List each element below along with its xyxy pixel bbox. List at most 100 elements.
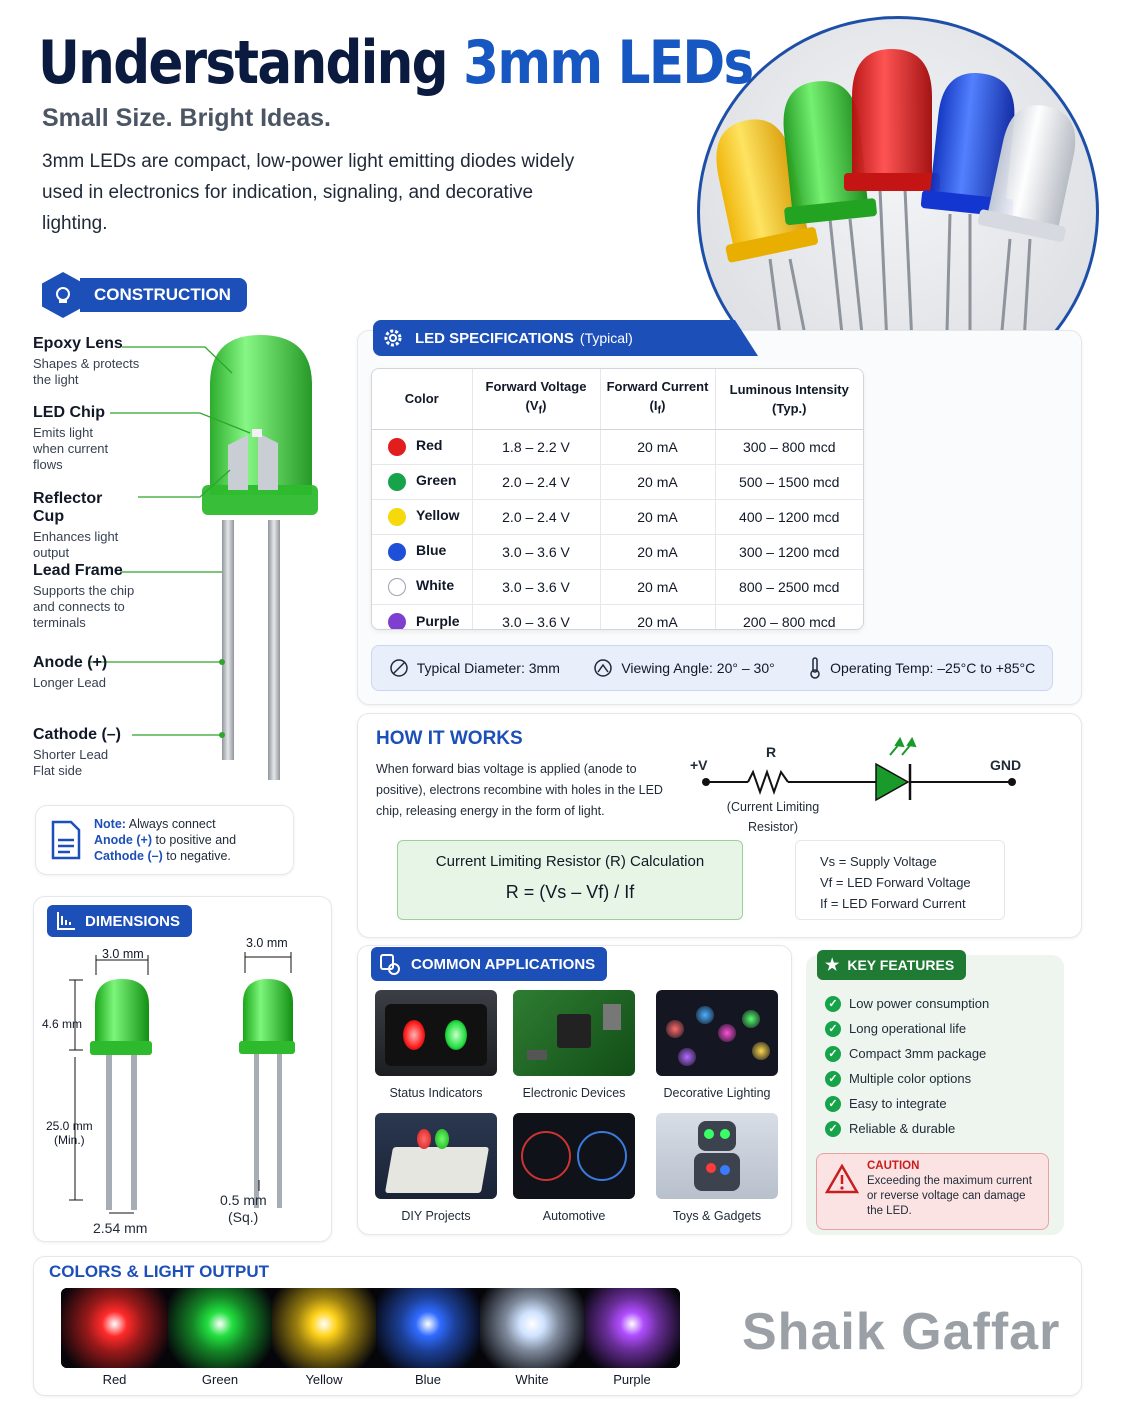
summary-diameter: Typical Diameter: 3mm — [389, 658, 560, 678]
color-label: Green — [201, 1372, 239, 1387]
color-label: Blue — [414, 1372, 442, 1387]
spec-if: 20 mA — [600, 464, 716, 500]
specs-table-wrap: Color Forward Voltage (Vf) Forward Curre… — [371, 368, 864, 630]
app-toys-gadgets: Toys & Gadgets — [656, 1113, 778, 1223]
part-cathode: Cathode (–) Shorter Lead Flat side — [33, 726, 121, 778]
color-label: Purple — [613, 1372, 651, 1387]
caution-text: Exceeding the maximum current or reverse… — [867, 1175, 1032, 1217]
feature-item: ✓Multiple color options — [825, 1066, 989, 1091]
feature-item: ✓Reliable & durable — [825, 1116, 989, 1141]
specs-summary: Typical Diameter: 3mm Viewing Angle: 20°… — [371, 645, 1053, 691]
intro-text: 3mm LEDs are compact, low-power light em… — [42, 151, 575, 234]
spec-lum: 300 – 1200 mcd — [715, 534, 863, 570]
title-main: Understanding — [38, 28, 449, 98]
dim-pitch: 2.54 mm — [93, 1220, 148, 1236]
color-swatch-blue — [376, 1288, 480, 1368]
spec-vf: 3.0 – 3.6 V — [472, 569, 601, 605]
applications-header: COMMON APPLICATIONS — [371, 947, 608, 981]
document-icon — [51, 820, 81, 860]
summary-angle: Viewing Angle: 20° – 30° — [593, 658, 775, 678]
ruler-icon — [57, 912, 75, 930]
spec-if: 20 mA — [600, 429, 716, 465]
spec-lum: 200 – 800 mcd — [742, 613, 836, 630]
applications-icon — [380, 954, 400, 975]
decorative-lighting-image — [656, 990, 778, 1076]
color-dot-icon — [388, 507, 406, 526]
spec-color: Blue — [372, 534, 473, 570]
spec-color: Yellow — [372, 499, 473, 535]
part-reflector-cup: Reflector Cup Enhances light output — [33, 490, 119, 560]
feature-item: ✓Low power consumption — [825, 991, 989, 1016]
colors-heading: COLORS & LIGHT OUTPUT — [49, 1262, 270, 1281]
specs-table: Color Forward Voltage (Vf) Forward Curre… — [372, 369, 863, 630]
part-led-chip: LED Chip Emits light when current flows — [33, 404, 109, 472]
electronic-devices-image — [513, 990, 635, 1076]
construction-heading: CONSTRUCTION — [80, 278, 247, 312]
circuit-vplus: +V — [690, 757, 708, 773]
check-icon: ✓ — [825, 1120, 841, 1137]
color-dot-icon — [388, 472, 406, 491]
check-icon: ✓ — [825, 1095, 841, 1112]
color-dot-icon — [388, 612, 406, 629]
toys-gadgets-image — [656, 1113, 778, 1199]
color-swatch-yellow — [272, 1288, 376, 1368]
color-label: White — [515, 1372, 549, 1387]
how-heading: HOW IT WORKS — [376, 728, 523, 749]
dim-lens-width: 3.0 mm — [102, 947, 144, 961]
diy-projects-image — [375, 1113, 497, 1199]
automotive-image — [513, 1113, 635, 1199]
calc-formula: R = (Vs – Vf) / If — [505, 882, 635, 902]
circuit-r-label: R — [766, 744, 777, 760]
led-construction-diagram — [90, 335, 318, 780]
thermometer-icon — [810, 657, 820, 679]
formula-legend: Vs = Supply Voltage Vf = LED Forward Vol… — [795, 840, 1005, 920]
spec-lum: 800 – 2500 mcd — [715, 569, 863, 605]
spec-if: 20 mA — [600, 569, 716, 605]
specs-heading-suffix: (Typical) — [579, 330, 633, 346]
color-swatch-white — [480, 1288, 584, 1368]
star-icon: ★ — [825, 957, 840, 974]
color-swatch-strip — [61, 1288, 680, 1368]
spec-color: Purple — [372, 604, 473, 629]
dimensions-diagram — [69, 952, 295, 1214]
color-label: Red — [102, 1372, 127, 1387]
app-status-indicators: Status Indicators — [375, 990, 497, 1100]
spec-lum: 400 – 1200 mcd — [715, 499, 863, 535]
spec-vf: 2.0 – 2.4 V — [472, 499, 601, 535]
app-decorative-lighting: Decorative Lighting — [656, 990, 778, 1100]
color-label: Yellow — [305, 1372, 343, 1387]
spec-color: Green — [372, 464, 473, 500]
calc-box: Current Limiting Resistor (R) Calculatio… — [397, 840, 743, 920]
warning-icon — [825, 1164, 859, 1194]
title-accent: 3mm LEDs — [463, 28, 754, 98]
color-swatch-purple — [584, 1288, 680, 1368]
spec-lum: 300 – 800 mcd — [715, 429, 863, 465]
spec-if: 20 mA — [600, 534, 716, 570]
features-header: ★ KEY FEATURES — [817, 950, 967, 980]
gear-icon — [384, 329, 402, 347]
color-dot-icon — [388, 577, 406, 596]
app-automotive: Automotive — [513, 1113, 635, 1223]
page-subtitle: Small Size. Bright Ideas. — [42, 104, 331, 132]
spec-color: Red — [372, 429, 473, 465]
spec-vf: 3.0 – 3.6 V — [472, 604, 601, 629]
dimensions-panel — [33, 896, 332, 1242]
dim-lead-square: 0.5 mm(Sq.) — [220, 1192, 267, 1225]
check-icon: ✓ — [825, 995, 841, 1012]
specs-heading: LED SPECIFICATIONS — [415, 329, 574, 347]
col-luminous-intensity: Luminous Intensity (Typ.) — [715, 369, 863, 430]
spec-vf: 3.0 – 3.6 V — [472, 534, 601, 570]
col-forward-current: Forward Current (If) — [600, 369, 716, 430]
caution-title: CAUTION — [867, 1160, 920, 1172]
dim-lens-width-2: 3.0 mm — [246, 936, 288, 950]
spec-vf: 1.8 – 2.2 V — [472, 429, 601, 465]
part-anode: Anode (+) Longer Lead — [33, 654, 108, 690]
author-watermark: Shaik Gaffar — [742, 1303, 1061, 1361]
check-icon: ✓ — [825, 1070, 841, 1087]
color-dot-icon — [388, 542, 406, 561]
color-swatch-green — [168, 1288, 272, 1368]
dim-lead-length: 25.0 mm(Min.) — [46, 1119, 93, 1147]
